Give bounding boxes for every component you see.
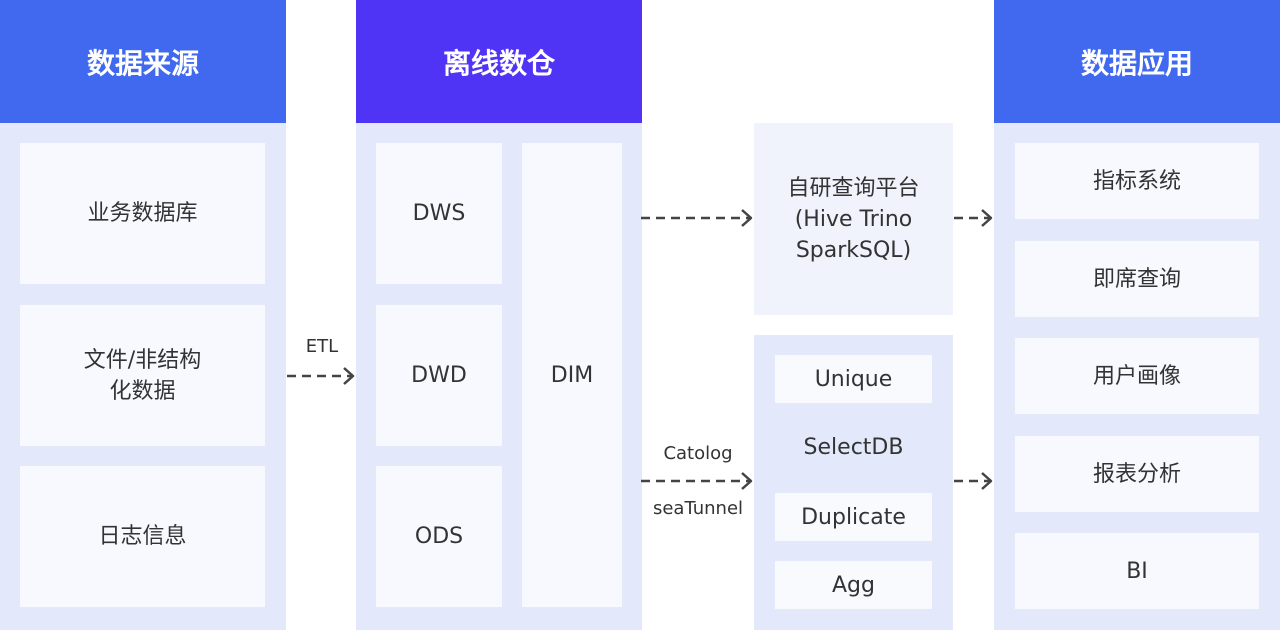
selectdb-name: SelectDB [803,435,904,460]
warehouse-header: 离线数仓 [356,0,642,123]
selectdb-agg: Agg [775,561,932,609]
query-platform-box: 自研查询平台 (Hive Trino SparkSQL) [754,123,953,315]
app-item-adhoc-query: 即席查询 [1015,241,1259,317]
app-item-metrics: 指标系统 [1015,143,1259,219]
app-item-bi: BI [1015,533,1259,609]
sources-header: 数据来源 [0,0,286,123]
selectdb-to-apps-arrow [954,472,993,490]
warehouse-to-query-arrow [641,209,753,227]
etl-label: ETL [305,336,339,357]
etl-arrow [287,367,355,385]
applications-header: 数据应用 [994,0,1280,123]
warehouse-dim: DIM [522,143,622,607]
source-item-files: 文件/非结构 化数据 [20,305,265,446]
warehouse-layer-ods: ODS [376,466,502,607]
query-to-apps-arrow [954,209,993,227]
selectdb-duplicate: Duplicate [775,493,932,541]
source-item-logs: 日志信息 [20,466,265,607]
catalog-label: Catolog [663,443,733,464]
selectdb-unique: Unique [775,355,932,403]
app-item-reports: 报表分析 [1015,436,1259,512]
warehouse-layer-dwd: DWD [376,305,502,446]
source-item-business-db: 业务数据库 [20,143,265,284]
warehouse-layer-dws: DWS [376,143,502,284]
warehouse-to-selectdb-arrow [641,472,753,490]
seatunnel-label: seaTunnel [652,498,744,519]
app-item-user-profile: 用户画像 [1015,338,1259,414]
